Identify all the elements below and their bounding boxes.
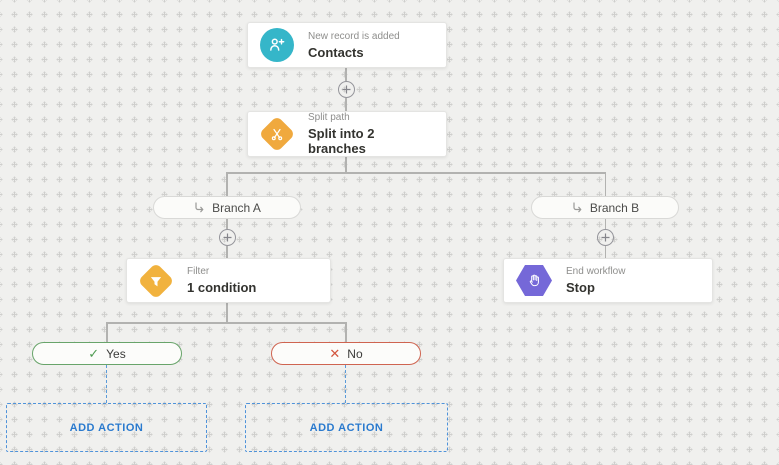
add-contact-icon [260,28,294,62]
add-action-label: ADD ACTION [309,421,384,434]
stop-hand-icon [516,265,552,296]
connector-line [226,172,606,174]
branch-icon [573,201,582,212]
add-step-button[interactable] [597,229,614,246]
node-label: Filter [187,266,210,277]
trigger-node-contacts[interactable]: New record is added Contacts [247,22,447,68]
plus-icon [601,233,610,242]
condition-no-pill[interactable]: ✕ No [271,342,421,365]
connector-line [226,303,228,323]
plus-icon [342,85,351,94]
condition-label: No [347,346,363,361]
check-icon: ✓ [88,346,100,361]
connector-line [345,68,347,81]
dashed-connector-line [345,365,346,403]
branch-icon [195,201,204,212]
x-icon: ✕ [329,346,341,361]
branch-a-pill[interactable]: Branch A [153,196,301,219]
connector-line [604,246,606,258]
dashed-connector-line [106,365,107,403]
node-title: Contacts [308,44,364,60]
connector-line [604,219,606,229]
branch-label: Branch A [212,200,261,215]
add-step-button[interactable] [338,81,355,98]
filter-icon [137,262,175,299]
condition-yes-pill[interactable]: ✓ Yes [32,342,182,365]
branch-label: Branch B [589,200,640,215]
condition-label: Yes [106,346,126,361]
connector-line [226,246,228,258]
node-label: End workflow [566,266,626,277]
split-path-node[interactable]: Split path Split into 2 branches [247,111,447,157]
end-workflow-node[interactable]: End workflow Stop [503,258,713,303]
add-action-button-no[interactable]: ADD ACTION [245,403,448,452]
connector-line [226,172,228,196]
branch-b-pill[interactable]: Branch B [531,196,679,219]
connector-line [106,322,346,324]
node-title: 1 condition [187,280,257,295]
node-title: Split into 2 branches [308,126,375,156]
add-action-button-yes[interactable]: ADD ACTION [6,403,207,452]
add-action-label: ADD ACTION [69,421,144,434]
split-icon [258,115,296,153]
connector-line [345,322,347,342]
connector-line [226,219,228,229]
connector-line [345,98,347,111]
node-label: Split path [308,112,350,123]
filter-node[interactable]: Filter 1 condition [126,258,331,303]
connector-line [604,172,606,196]
connector-line [106,322,108,342]
add-step-button[interactable] [219,229,236,246]
node-label: New record is added [308,30,400,42]
connector-line [345,157,347,173]
node-title: Stop [566,280,595,295]
plus-icon [223,233,232,242]
